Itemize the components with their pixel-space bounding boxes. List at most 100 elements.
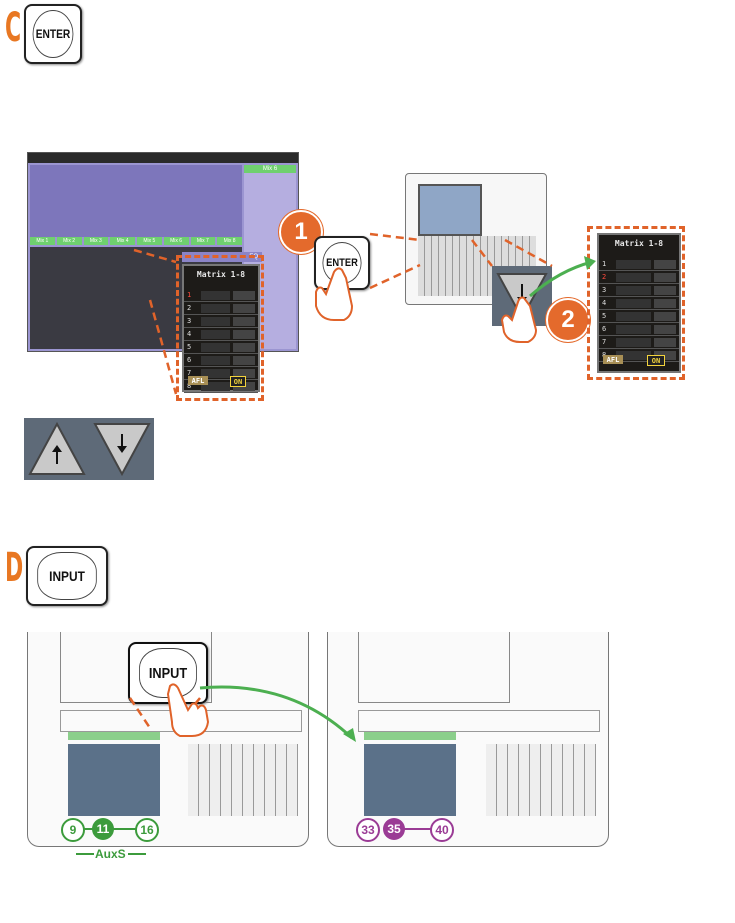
- matrix-row-number: 6: [602, 325, 607, 333]
- console-right-screen: [358, 632, 510, 703]
- matrix-row[interactable]: 4: [599, 297, 679, 310]
- matrix-row-number: 5: [602, 312, 607, 320]
- input-key-icon: INPUT: [26, 546, 108, 606]
- matrix-row[interactable]: 2: [599, 271, 679, 284]
- on-button[interactable]: ON: [230, 376, 246, 387]
- matrix-row[interactable]: 7: [599, 336, 679, 349]
- matrix-row-cell: [616, 324, 651, 334]
- console-left-faders-active: [68, 744, 160, 816]
- matrix-row-number: 4: [187, 330, 192, 338]
- matrix-row-number: 1: [187, 291, 192, 299]
- matrix-row-value: [654, 259, 676, 269]
- matrix-row-value: [654, 324, 676, 334]
- matrix-row-cell: [616, 272, 651, 282]
- console-right: [327, 632, 609, 847]
- matrix-row-number: 7: [602, 338, 607, 346]
- matrix-row[interactable]: 4: [184, 328, 258, 341]
- matrix-row-value: [654, 337, 676, 347]
- range-start-number: 33: [356, 818, 380, 842]
- big-on-button[interactable]: ON: [647, 355, 665, 366]
- big-afl-button[interactable]: AFL: [603, 355, 623, 364]
- enter-key-icon: ENTER: [24, 4, 82, 64]
- matrix-row-value: [654, 285, 676, 295]
- matrix-row-value: [654, 298, 676, 308]
- matrix-row-value: [233, 342, 255, 352]
- matrix-row-cell: [616, 298, 651, 308]
- matrix-row[interactable]: 5: [184, 341, 258, 354]
- step-2-badge: 2: [546, 298, 590, 342]
- matrix-row-cell: [201, 290, 230, 300]
- mix-tab[interactable]: Mix 5: [137, 237, 162, 245]
- mix-area: [30, 165, 242, 237]
- big-popup-title: Matrix 1-8: [614, 239, 664, 248]
- section-c-letter: C: [5, 5, 22, 51]
- callout-connectors-c: [133, 232, 596, 395]
- matrix-row-number: 2: [602, 273, 607, 281]
- matrix-row[interactable]: 6: [599, 323, 679, 336]
- matrix-row-cell: [201, 303, 230, 313]
- matrix-row-value: [233, 368, 255, 378]
- matrix-row-number: 5: [187, 343, 192, 351]
- matrix-row-number: 3: [602, 286, 607, 294]
- matrix-row-number: 2: [187, 304, 192, 312]
- matrix-row[interactable]: 1: [184, 289, 258, 302]
- matrix-row-cell: [201, 316, 230, 326]
- popup-highlight-small: [176, 255, 264, 401]
- console-right-faders: [486, 744, 596, 816]
- mix-tabs: Mix 1 Mix 2 Mix 3 Mix 4 Mix 5 Mix 6 Mix …: [30, 237, 242, 245]
- matrix-row-number: 1: [602, 260, 607, 268]
- hand-pointer-icon: [166, 683, 210, 737]
- matrix-row-number: 8: [187, 382, 192, 390]
- matrix-row[interactable]: 2: [184, 302, 258, 315]
- up-arrow-key-icon: [28, 421, 86, 475]
- matrix-row-value: [233, 355, 255, 365]
- matrix-row[interactable]: 6: [184, 354, 258, 367]
- matrix-row[interactable]: 1: [599, 258, 679, 271]
- right-panel-header: Mix 6: [244, 165, 296, 173]
- mix-tab[interactable]: Mix 2: [56, 237, 82, 245]
- mix-tab[interactable]: Mix 7: [190, 237, 216, 245]
- range-end-number: 40: [430, 818, 454, 842]
- down-arrow-key-icon: [93, 423, 151, 477]
- matrix-row-cell: [201, 368, 230, 378]
- console-right-strip: [358, 710, 600, 732]
- matrix-row[interactable]: 7: [184, 367, 258, 380]
- mix-tab[interactable]: Mix 4: [110, 237, 135, 245]
- hand-pointer-icon: [315, 267, 354, 321]
- aux-selected-number: 11: [92, 818, 114, 840]
- matrix-row-value: [233, 316, 255, 326]
- console-left-faders: [188, 744, 298, 816]
- input-key-label: INPUT: [37, 552, 97, 600]
- input-callout-key: INPUT: [128, 642, 208, 704]
- aux-group-label: AuxS: [95, 847, 126, 861]
- matrix-row-value: [233, 290, 255, 300]
- afl-button[interactable]: AFL: [188, 376, 208, 385]
- matrix-row-number: 4: [602, 299, 607, 307]
- aux-start-number: 9: [61, 818, 85, 842]
- aux-end-number: 16: [135, 818, 159, 842]
- console-right-leds: [364, 732, 456, 740]
- matrix-row-value: [654, 350, 676, 360]
- matrix-row-cell: [616, 259, 651, 269]
- popup-title: Matrix 1-8: [196, 270, 246, 279]
- console-left: [27, 632, 309, 847]
- input-callout-label: INPUT: [139, 648, 197, 698]
- matrix-row-number: 7: [187, 369, 192, 377]
- matrix-row-value: [233, 329, 255, 339]
- enter-key-label: ENTER: [32, 10, 74, 58]
- mix-tab[interactable]: Mix 3: [83, 237, 109, 245]
- matrix-row[interactable]: 3: [184, 315, 258, 328]
- console-screen: [418, 184, 482, 236]
- matrix-row[interactable]: 3: [599, 284, 679, 297]
- mix-tab[interactable]: Mix 8: [217, 237, 242, 245]
- mix-tab[interactable]: Mix 6: [163, 237, 189, 245]
- matrix-row-cell: [201, 355, 230, 365]
- mix-tab[interactable]: Mix 1: [30, 237, 55, 245]
- matrix-row-number: 3: [187, 317, 192, 325]
- matrix-row-cell: [616, 350, 651, 360]
- matrix-row-value: [654, 272, 676, 282]
- matrix-row[interactable]: 5: [599, 310, 679, 323]
- matrix-row-value: [654, 311, 676, 321]
- console-left-leds: [68, 732, 160, 740]
